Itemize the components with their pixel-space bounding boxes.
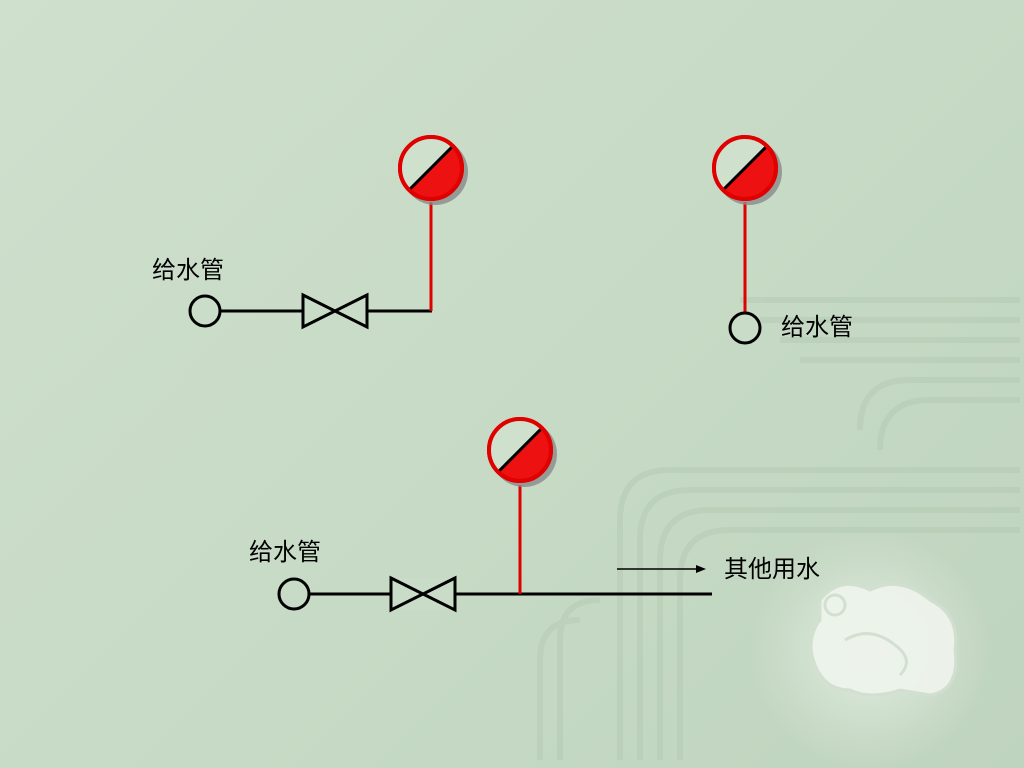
pressure-gauge-icon	[712, 135, 784, 207]
pressure-gauge-icon	[487, 417, 559, 489]
supply-pipe-label: 给水管	[152, 256, 224, 284]
pipe-inlet-circle-icon	[277, 577, 311, 611]
supply-pipe-label: 给水管	[249, 538, 321, 566]
pipe-inlet-circle-icon	[728, 311, 762, 345]
diagram-1	[188, 135, 470, 329]
gate-valve-icon	[301, 293, 369, 329]
other-water-label: 其他用水	[724, 555, 820, 583]
flow-arrow-icon	[617, 565, 706, 573]
pressure-gauge-icon	[398, 135, 470, 207]
dragon-ornament	[809, 582, 958, 697]
diagram-2	[712, 135, 784, 345]
supply-pipe-label: 给水管	[781, 313, 853, 341]
gate-valve-icon	[389, 576, 457, 612]
pipe-inlet-circle-icon	[188, 294, 222, 328]
diagram-3	[277, 417, 712, 612]
